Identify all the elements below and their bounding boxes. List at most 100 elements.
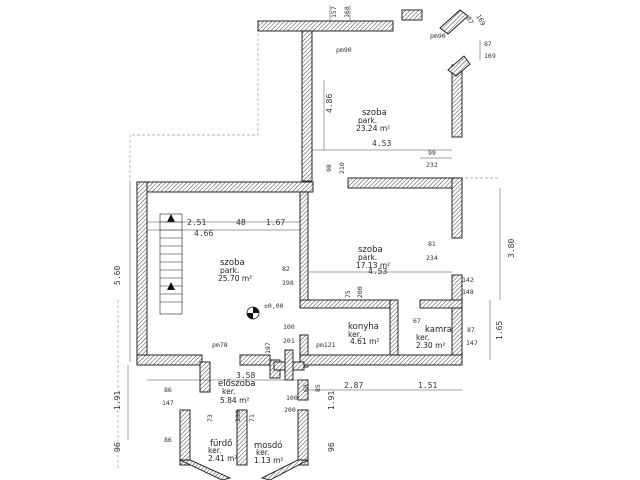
dim-label: pm121 <box>316 341 336 349</box>
wall <box>447 55 471 77</box>
wall <box>389 299 399 356</box>
dim-label: 169 <box>474 13 487 27</box>
svg-text:park.: park. <box>358 253 377 262</box>
wall <box>419 299 463 309</box>
dim-label: 197 <box>264 342 272 354</box>
dim-label: 1.91 <box>113 391 122 410</box>
room-label: konyha ker. 4.61 m² <box>348 322 379 346</box>
svg-text:fürdő: fürdő <box>210 439 232 449</box>
dim-label: 100 <box>286 394 298 402</box>
dim-label: 87 <box>484 40 492 48</box>
dim-label: 147 <box>466 339 478 347</box>
dim-label: 87 <box>464 15 475 26</box>
svg-text:2.41 m²: 2.41 m² <box>208 454 237 463</box>
dim-label: 3.80 <box>507 239 516 258</box>
svg-text:konyha: konyha <box>348 322 379 332</box>
dim-label: 210 <box>338 162 346 174</box>
svg-text:17.13 m²: 17.13 m² <box>356 261 390 270</box>
dimension-labels: 157 168 87 169 pm90 pm90 87 169 4.86 4.5… <box>113 6 516 452</box>
wall <box>199 361 211 393</box>
dim-label: 1.51 <box>418 381 437 390</box>
dim-label: pm90 <box>430 32 446 40</box>
wall <box>297 409 309 466</box>
wall <box>401 9 423 21</box>
room-label: szoba park. 25.70 m² <box>218 258 252 283</box>
wall <box>257 20 394 32</box>
dim-label: 148 <box>462 288 474 296</box>
svg-text:4.61 m²: 4.61 m² <box>350 337 379 346</box>
room-label: fürdő ker. 2.41 m² <box>208 439 237 463</box>
dim-label: 82 <box>282 265 290 273</box>
dim-label: 142 <box>462 276 474 284</box>
dim-label: 4.66 <box>194 229 213 238</box>
dim-label: 1.67 <box>266 218 285 227</box>
dim-label: 71 <box>248 414 256 422</box>
wall <box>136 181 314 193</box>
dim-label: 4.53 <box>368 267 387 276</box>
walls <box>136 9 471 480</box>
dim-label: 3.58 <box>236 371 255 380</box>
level-marker <box>246 306 260 320</box>
wall <box>239 354 271 366</box>
dim-label: 86 <box>164 386 172 394</box>
dimension-lines <box>127 5 501 440</box>
svg-text:szoba: szoba <box>362 108 387 118</box>
dim-label: 200 <box>234 410 242 422</box>
dim-label: 4.86 <box>325 94 334 113</box>
dim-label: 1.65 <box>495 321 504 340</box>
svg-text:ker.: ker. <box>416 333 429 342</box>
dim-label: 96 <box>327 442 336 452</box>
svg-text:szoba: szoba <box>220 258 245 268</box>
wall <box>260 459 309 480</box>
wall <box>451 64 463 138</box>
dim-label: 2.87 <box>344 381 363 390</box>
wall <box>347 177 463 189</box>
svg-text:ker.: ker. <box>208 446 221 455</box>
svg-text:mosdó: mosdó <box>254 440 283 451</box>
wall <box>451 177 463 239</box>
dim-label: 234 <box>426 254 438 262</box>
wall <box>284 349 294 381</box>
svg-text:szoba: szoba <box>358 245 383 255</box>
dim-label: 200 <box>356 286 364 298</box>
wall <box>451 274 463 356</box>
dim-label: 87 <box>467 326 475 334</box>
dim-label: 73 <box>206 414 214 422</box>
wall <box>236 409 248 466</box>
stair-arrow-up <box>167 214 175 222</box>
wall <box>179 409 191 466</box>
dim-label: 200 <box>284 406 296 414</box>
wall <box>301 30 313 182</box>
dim-label: 67 <box>413 317 421 325</box>
dim-label: 75 <box>344 290 352 298</box>
wall <box>299 299 391 309</box>
room-label: szoba park. 23.24 m² <box>356 108 390 133</box>
stair-arrow-down <box>167 282 175 290</box>
wall <box>179 459 232 480</box>
dim-label: 198 <box>282 279 294 287</box>
wall <box>299 191 309 308</box>
dim-label: 98 <box>325 164 333 172</box>
wall <box>136 354 203 366</box>
svg-text:előszoba: előszoba <box>218 379 256 389</box>
dim-label: 147 <box>162 399 174 407</box>
svg-text:ker.: ker. <box>256 448 269 457</box>
dim-label: pm78 <box>212 341 228 349</box>
svg-text:25.70 m²: 25.70 m² <box>218 274 252 283</box>
room-label: mosdó ker. 1.13 m² <box>254 440 283 465</box>
dim-label: pm90 <box>336 46 352 54</box>
dim-label: 2.51 <box>187 218 206 227</box>
svg-text:2.30 m²: 2.30 m² <box>416 341 445 350</box>
svg-text:ker.: ker. <box>348 330 361 339</box>
dim-label: 85 <box>314 384 322 392</box>
wall <box>299 354 463 366</box>
dim-label: 5.60 <box>113 266 122 285</box>
room-label: előszoba ker. 5.84 m² <box>218 379 256 405</box>
svg-text:kamra: kamra <box>425 325 452 335</box>
dim-label: ±0,00 <box>264 302 284 310</box>
svg-text:ker.: ker. <box>222 387 235 396</box>
svg-text:park.: park. <box>220 266 239 275</box>
dim-label: 48 <box>236 218 246 227</box>
dim-label: 99 <box>428 149 436 157</box>
